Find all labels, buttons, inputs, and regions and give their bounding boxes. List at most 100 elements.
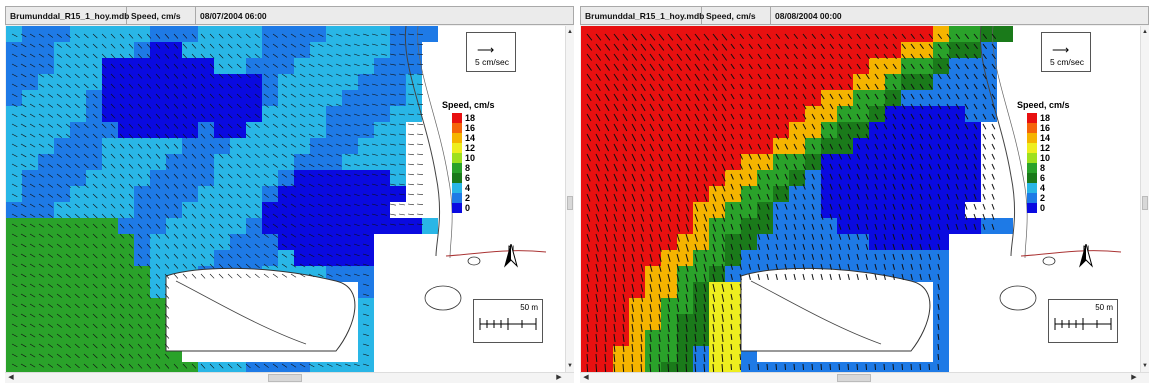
legend-row: 2 [1027, 193, 1087, 203]
legend-row: 6 [452, 173, 512, 183]
vertical-scrollbar[interactable]: ▲ ▼ [565, 26, 574, 372]
quantity-field[interactable]: Speed, cm/s [702, 7, 771, 24]
legend-swatch [452, 153, 462, 163]
legend-row: 12 [1027, 143, 1087, 153]
legend-swatch [452, 143, 462, 153]
file-name-field[interactable]: Brumunddal_R15_1_hoy.mdb [581, 7, 704, 24]
legend-value: 16 [465, 123, 476, 133]
legend-row: 8 [1027, 163, 1087, 173]
scale-label: 50 m [1095, 303, 1113, 312]
map-panel-left: Brumunddal_R15_1_hoy.mdb Speed, cm/s 08/… [5, 6, 574, 383]
legend-row: 16 [452, 123, 512, 133]
legend-value: 8 [1040, 163, 1046, 173]
reference-vector-box: ⟶ 5 cm/sec [466, 32, 516, 72]
legend-swatch [452, 123, 462, 133]
legend-value: 18 [465, 113, 476, 123]
scroll-down-icon[interactable]: ▼ [1142, 363, 1148, 369]
legend-value: 18 [1040, 113, 1051, 123]
speed-field-canvas [581, 26, 1122, 372]
legend-swatch [1027, 153, 1037, 163]
legend-value: 0 [465, 203, 471, 213]
legend-swatch [1027, 143, 1037, 153]
legend-swatch [452, 193, 462, 203]
legend-value: 12 [1040, 143, 1051, 153]
legend-swatch [1027, 183, 1037, 193]
map-panel-right: Brumunddal_R15_1_hoy.mdb Speed, cm/s 08/… [580, 6, 1149, 383]
legend-swatch [452, 163, 462, 173]
legend-value: 0 [1040, 203, 1046, 213]
file-name-field[interactable]: Brumunddal_R15_1_hoy.mdb [6, 7, 129, 24]
legend-row: 0 [452, 203, 512, 213]
reference-vector-label: 5 cm/sec [474, 57, 509, 67]
legend-row: 18 [1027, 113, 1087, 123]
legend-swatch [1027, 203, 1037, 213]
quantity-field[interactable]: Speed, cm/s [127, 7, 196, 24]
legend-row: 10 [1027, 153, 1087, 163]
legend-row: 4 [1027, 183, 1087, 193]
legend-swatch [1027, 163, 1037, 173]
reference-arrow-icon: ⟶ [1052, 43, 1070, 57]
legend-value: 14 [1040, 133, 1051, 143]
legend-row: 2 [452, 193, 512, 203]
scale-bar: 50 m [473, 299, 543, 343]
north-arrow-icon: N [504, 244, 518, 268]
legend-value: 10 [465, 153, 476, 163]
legend-row: 14 [452, 133, 512, 143]
legend-row: 4 [452, 183, 512, 193]
scale-bar: 50 m [1048, 299, 1118, 343]
legend-value: 6 [1040, 173, 1046, 183]
legend-swatch [1027, 193, 1037, 203]
speed-field-canvas [6, 26, 547, 372]
datetime-field[interactable]: 08/08/2004 00:00 [775, 11, 842, 21]
legend-row: 16 [1027, 123, 1087, 133]
scroll-left-icon[interactable]: ◀ [8, 374, 14, 381]
reference-arrow-icon: ⟶ [477, 43, 495, 57]
scroll-thumb[interactable] [837, 374, 871, 382]
legend-value: 16 [1040, 123, 1051, 133]
reference-vector-box: ⟶ 5 cm/sec [1041, 32, 1091, 72]
horizontal-scrollbar[interactable]: ◀ ▶ [580, 372, 1149, 383]
reference-vector-label: 5 cm/sec [1049, 57, 1084, 67]
scroll-left-icon[interactable]: ◀ [583, 374, 589, 381]
vertical-scrollbar[interactable]: ▲ ▼ [1140, 26, 1149, 372]
legend-value: 4 [1040, 183, 1046, 193]
scroll-down-icon[interactable]: ▼ [567, 363, 573, 369]
legend-value: 8 [465, 163, 471, 173]
legend-swatch [1027, 123, 1037, 133]
legend-swatch [452, 183, 462, 193]
scroll-up-icon[interactable]: ▲ [1142, 29, 1148, 35]
scroll-thumb[interactable] [567, 196, 573, 210]
legend-value: 14 [465, 133, 476, 143]
legend-row: 8 [452, 163, 512, 173]
legend-value: 12 [465, 143, 476, 153]
scroll-right-icon[interactable]: ▶ [1131, 374, 1137, 381]
horizontal-scrollbar[interactable]: ◀ ▶ [5, 372, 574, 383]
panel-header: Brumunddal_R15_1_hoy.mdb Speed, cm/s 08/… [5, 6, 574, 25]
legend-value: 10 [1040, 153, 1051, 163]
scale-label: 50 m [520, 303, 538, 312]
scroll-right-icon[interactable]: ▶ [556, 374, 562, 381]
north-arrow-icon: N [1079, 244, 1093, 268]
legend-row: 12 [452, 143, 512, 153]
panel-header: Brumunddal_R15_1_hoy.mdb Speed, cm/s 08/… [580, 6, 1149, 25]
legend-value: 6 [465, 173, 471, 183]
legend-swatch [452, 113, 462, 123]
legend-swatch [452, 203, 462, 213]
legend-swatch [452, 173, 462, 183]
legend-value: 2 [1040, 193, 1046, 203]
scroll-up-icon[interactable]: ▲ [567, 29, 573, 35]
legend-swatch [452, 133, 462, 143]
datetime-field[interactable]: 08/07/2004 06:00 [200, 11, 267, 21]
legend-row: 0 [1027, 203, 1087, 213]
legend-value: 4 [465, 183, 471, 193]
legend-swatch [1027, 133, 1037, 143]
legend-title: Speed, cm/s [1017, 100, 1070, 110]
scroll-thumb[interactable] [1142, 196, 1148, 210]
legend-row: 6 [1027, 173, 1087, 183]
legend-row: 14 [1027, 133, 1087, 143]
scroll-thumb[interactable] [268, 374, 302, 382]
